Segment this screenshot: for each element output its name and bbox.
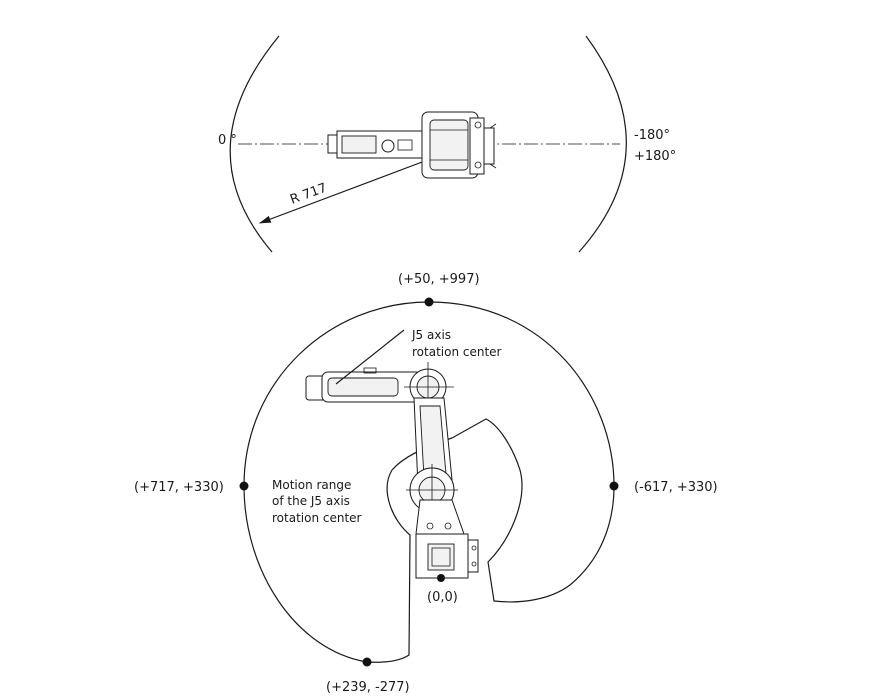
side-view: (+50, +997) (+717, +330) (-617, +330) (+… [134,272,718,695]
robot-side-view [305,362,479,579]
point-top [424,297,434,307]
top-view: 0 ° -180° +180° R 717 [218,35,676,253]
radius-label: R 717 [288,181,329,208]
motion-label-line3: rotation center [272,511,362,525]
j5-label-line1: J5 axis [411,328,451,342]
top-view-right-arc [578,35,627,253]
motion-label-line2: of the J5 axis [272,494,350,508]
coord-right-label: (-617, +330) [634,480,718,495]
top-view-left-arc [229,35,280,253]
motion-label-line1: Motion range [272,478,351,492]
point-left [239,481,249,491]
j5-pointer-line [335,329,405,385]
angle-plus180-label: +180° [634,149,676,164]
angle-zero-label: 0 ° [218,133,237,148]
coord-top-label: (+50, +997) [398,272,480,287]
radius-arrow [258,155,439,224]
side-view-motion-envelope [243,301,615,663]
coord-origin-label: (0,0) [427,590,458,605]
angle-minus180-label: -180° [634,128,670,143]
point-right [609,481,619,491]
coord-bottom-label: (+239, -277) [326,680,410,695]
j5-label-line2: rotation center [412,345,502,359]
point-origin [437,574,445,582]
robot-top-view [327,111,497,179]
point-bottom [362,657,372,667]
coord-left-label: (+717, +330) [134,480,224,495]
